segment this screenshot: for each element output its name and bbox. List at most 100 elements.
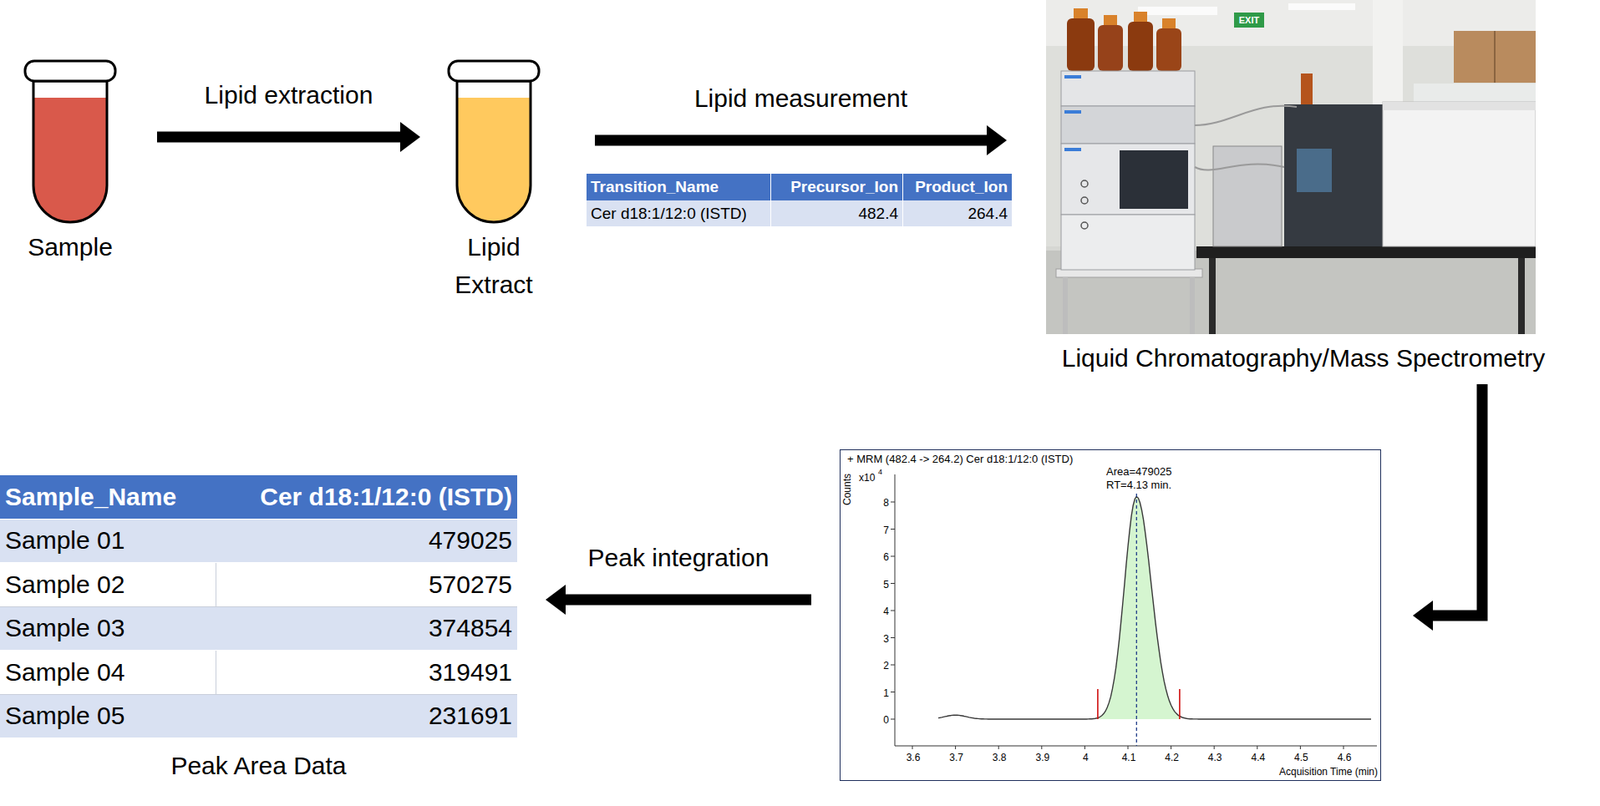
cart-leg: [1062, 277, 1068, 335]
table-header-cell: Sample_Name: [0, 475, 216, 520]
table-cell: 374854: [215, 607, 518, 652]
chromatogram-trace: [938, 497, 1372, 721]
axis-title: Counts: [841, 469, 854, 510]
x-tick: [998, 746, 1000, 750]
lc-module: [1061, 106, 1195, 144]
rt-annotation: RT=4.13 min.: [1106, 477, 1187, 492]
x-tick: [954, 746, 956, 750]
y-tick-label: 5: [862, 578, 889, 592]
integration-marker: [1097, 689, 1099, 720]
solvent-bottle: [1097, 25, 1123, 72]
syringe-pump: [1213, 146, 1282, 247]
ceiling-light: [1288, 3, 1356, 11]
edge-label: Lipid measurement: [690, 83, 911, 114]
y-tick: [890, 556, 895, 558]
x-tick: [1084, 746, 1086, 750]
edge-label: Lipid extraction: [201, 80, 377, 111]
x-tick-label: 3.8: [982, 751, 1016, 765]
tube-cap: [25, 60, 116, 82]
table-cell: 264.4: [903, 200, 1012, 227]
axis-multiplier: x10: [858, 471, 879, 484]
x-tick: [1213, 746, 1215, 750]
module-stripe: [1064, 75, 1082, 79]
y-axis: [894, 474, 896, 747]
ms-body: [1382, 101, 1536, 247]
flow-arrow: [1412, 384, 1483, 631]
y-tick-label: 2: [862, 659, 889, 673]
exit-sign: EXIT: [1234, 12, 1265, 28]
y-tick: [890, 691, 895, 693]
axis-title: Acquisition Time (min): [1210, 765, 1378, 779]
bench-leg: [1518, 258, 1525, 335]
tube-illustration: [0, 0, 585, 251]
y-tick-label: 6: [862, 550, 889, 564]
tubing: [1194, 106, 1297, 126]
table-cell: Sample 02: [0, 563, 216, 608]
lcms-photo: Liquid Chromatography/Mass Spectrometry E…: [1019, 0, 1588, 376]
bottle-cap: [1133, 11, 1148, 22]
arrow-shaft: [157, 132, 402, 143]
x-tick-label: 4: [1068, 751, 1103, 765]
x-tick-label: 3.7: [939, 751, 974, 765]
photo-background: [1046, 0, 1536, 335]
flow-arrow: [545, 584, 812, 615]
y-tick: [890, 610, 895, 612]
node-label: Liquid Chromatography/Mass Spectrometry: [1019, 340, 1588, 376]
bottle-cap: [1162, 18, 1176, 29]
solvent-bottle: [1066, 18, 1095, 72]
x-tick-label: 4.2: [1155, 751, 1189, 765]
table-header-cell: Product_Ion: [903, 173, 1012, 201]
y-tick: [890, 719, 895, 721]
x-tick-label: 4.4: [1241, 751, 1275, 765]
module-stripe: [1064, 147, 1082, 152]
y-tick-label: 0: [862, 713, 889, 727]
y-tick-label: 4: [862, 604, 889, 619]
solvent-bottle: [1156, 28, 1182, 72]
module-button: [1081, 222, 1088, 229]
y-tick: [890, 665, 895, 666]
area-annotation: Area=479025: [1106, 464, 1187, 478]
lc-module: [1061, 71, 1195, 107]
cabinet-door-gap: [1493, 30, 1496, 83]
x-tick: [1041, 746, 1042, 750]
table-cell: 319491: [215, 650, 518, 696]
x-tick: [912, 746, 914, 750]
table-header-cell: Precursor_Ion: [771, 173, 904, 201]
table-cell: 479025: [215, 519, 518, 564]
lipid-extract-liquid: [457, 97, 531, 223]
tube-outline: [457, 81, 531, 223]
lc-module: [1061, 143, 1195, 215]
table-cell: Cer d18:1/12:0 (ISTD): [586, 200, 772, 227]
tube-cap: [448, 60, 539, 82]
ms-top: [1382, 101, 1536, 111]
x-tick: [1127, 746, 1129, 750]
ms-window: [1296, 148, 1332, 193]
arrow-head: [986, 125, 1007, 156]
table-cell: Sample 04: [0, 650, 216, 696]
x-tick-label: 4.6: [1327, 751, 1362, 765]
chromatogram-panel: + MRM (482.4 -> 264.2) Cer d18:1/12:0 (I…: [839, 449, 1382, 782]
bench-leg: [1208, 258, 1216, 335]
plot-background: [839, 449, 1382, 782]
solvent-bottle: [1127, 21, 1154, 72]
table-cell: 231691: [215, 695, 518, 740]
peak-area-table: Peak Area DataSample_NameCer d18:1/12:0 …: [0, 475, 518, 782]
arrow-shaft: [1431, 384, 1483, 616]
x-tick: [1256, 746, 1258, 750]
integration-marker: [1178, 689, 1181, 720]
bench-top: [1196, 246, 1536, 259]
ms-front: [1284, 104, 1383, 247]
tube-body: [33, 81, 107, 223]
y-tick-label: 7: [862, 523, 889, 538]
retention-time-line: [1136, 493, 1138, 747]
bottle-cap: [1073, 8, 1088, 19]
ceiling-light: [1137, 6, 1218, 16]
y-tick: [890, 637, 895, 639]
cart-leg: [1189, 277, 1195, 335]
arrow-shaft: [594, 135, 989, 147]
sample-tube: Sample: [16, 60, 124, 266]
x-tick-label: 3.9: [1026, 751, 1060, 765]
y-tick: [890, 583, 895, 585]
tube-outline: [33, 81, 107, 223]
blood-sample: [33, 97, 107, 223]
